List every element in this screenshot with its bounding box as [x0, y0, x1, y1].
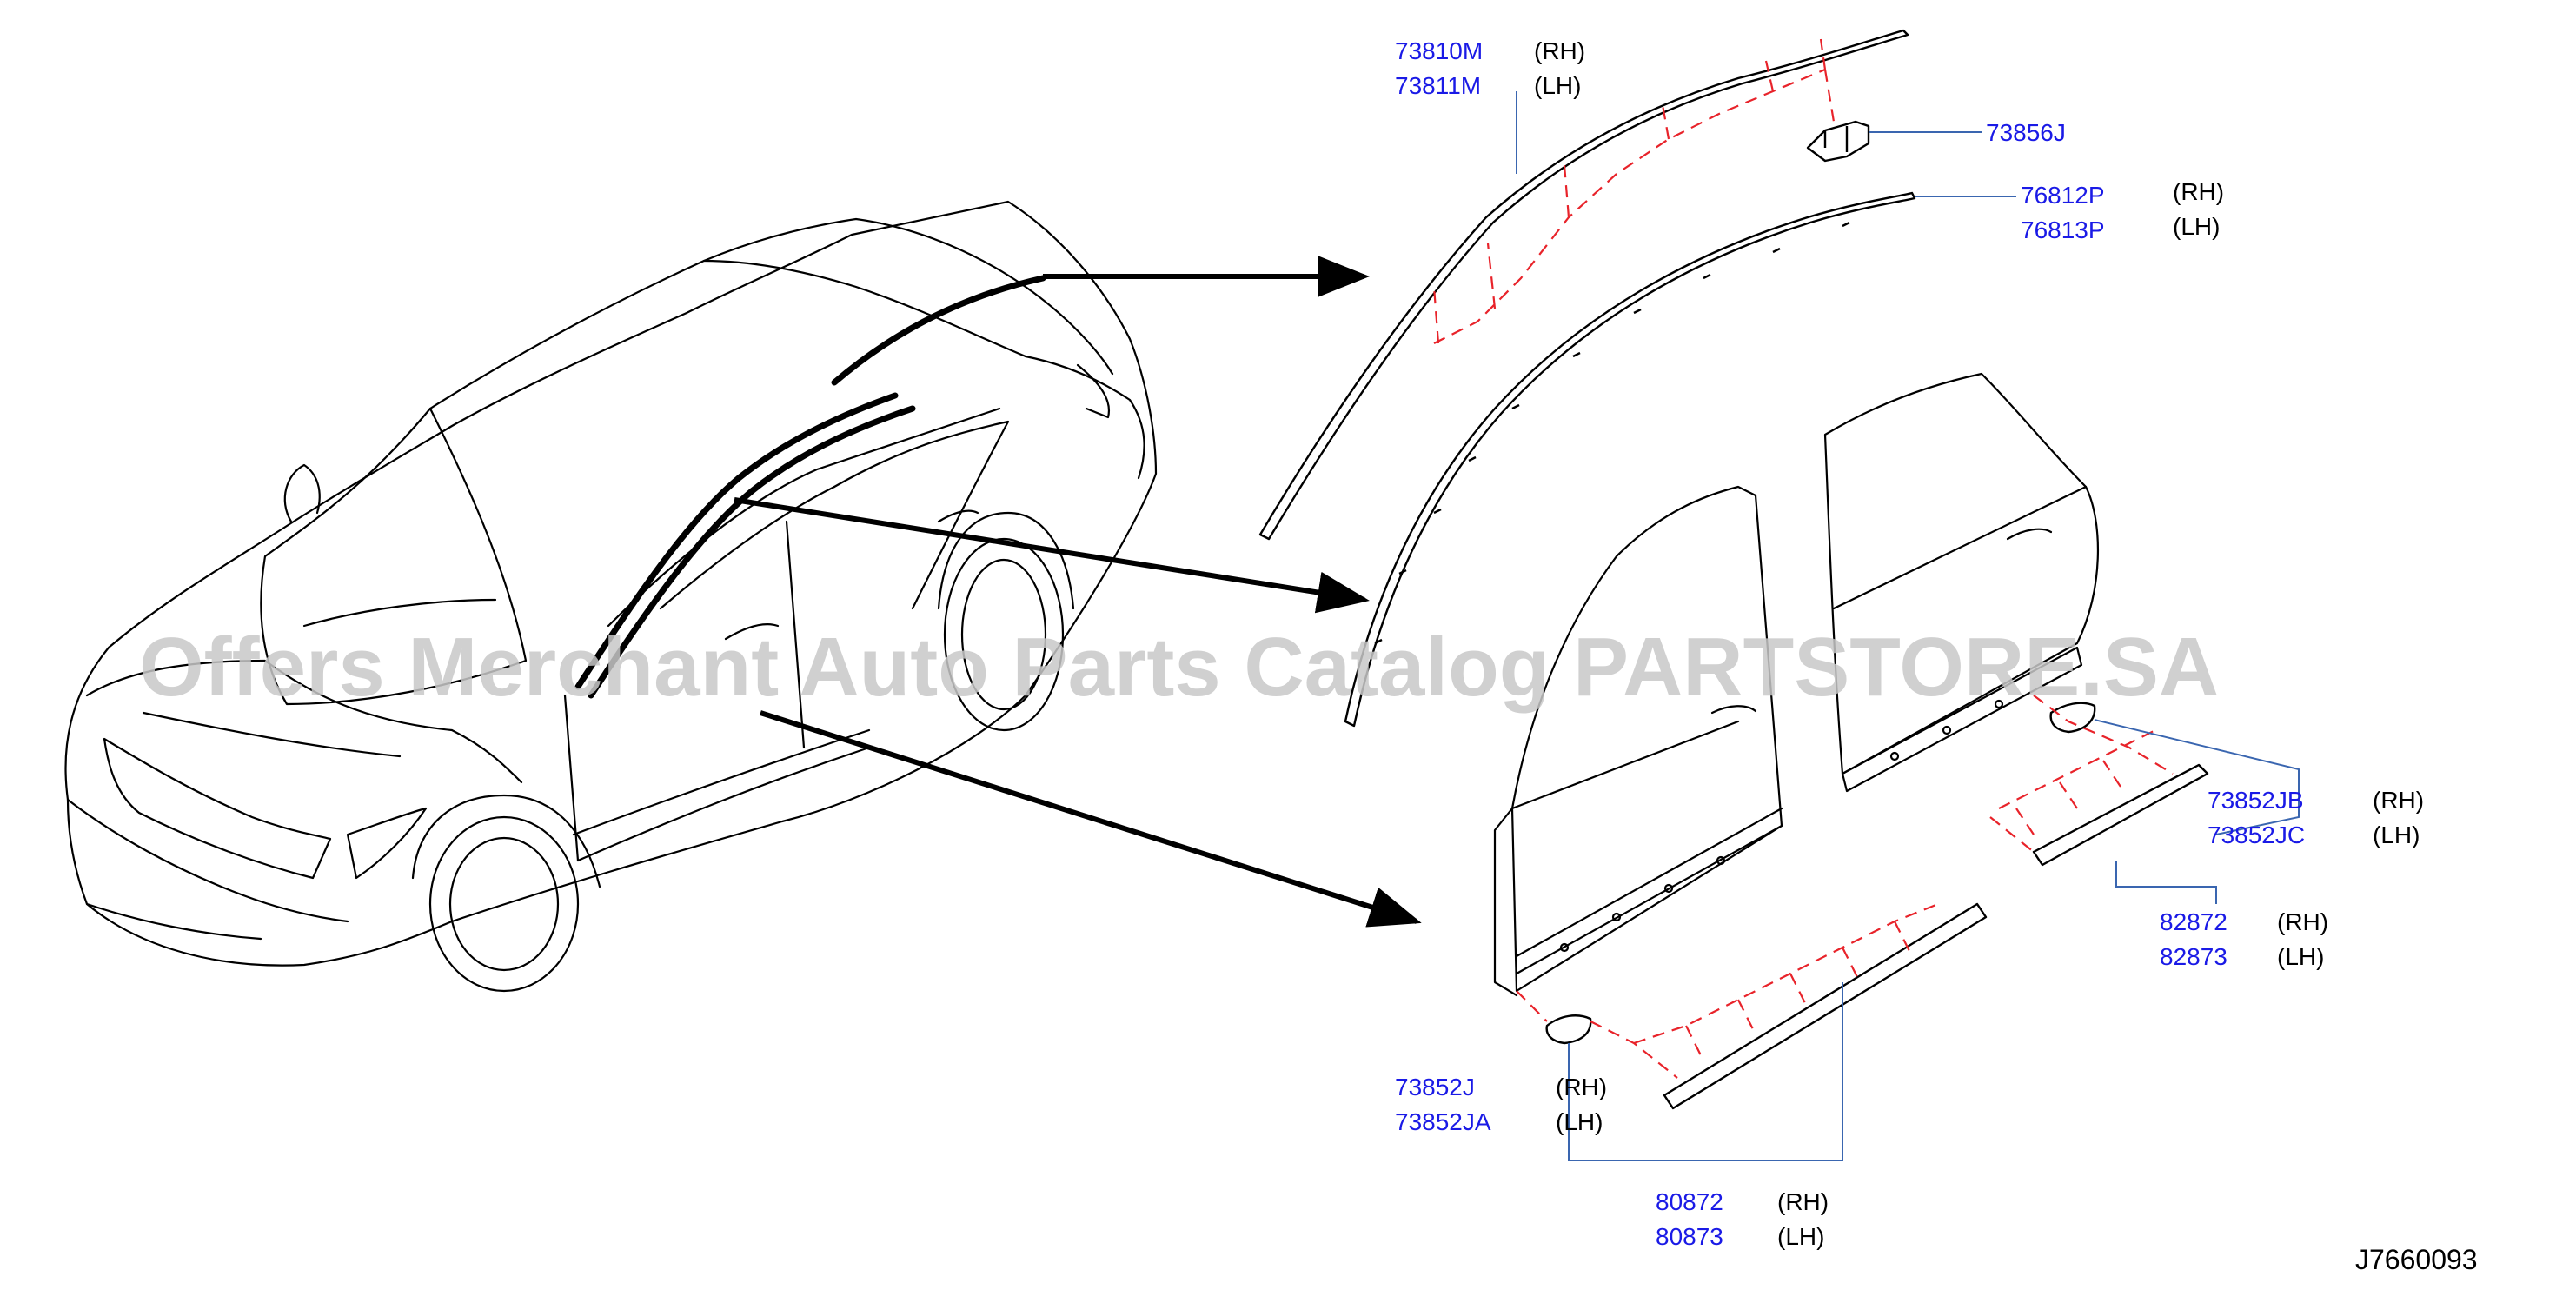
part-number-rh: 73852JB — [2208, 787, 2304, 814]
callout-rear-clip: 73852JB (RH) 73852JC (LH) — [2208, 787, 2424, 848]
part-number-lh: 82873 — [2160, 943, 2227, 970]
side-lh: (LH) — [1556, 1108, 1603, 1135]
part-number-rh: 80872 — [1656, 1188, 1723, 1215]
part-number-lh: 73852JC — [2208, 821, 2305, 848]
part-number-lh: 76813P — [2021, 216, 2105, 243]
callout-drip-molding: 76812P (RH) 76813P (LH) — [2021, 178, 2224, 243]
watermark: Offers Merchant Auto Parts Catalog PARTS… — [139, 621, 2219, 714]
part-number-lh: 73811M — [1395, 72, 1481, 99]
part-number-rh: 82872 — [2160, 908, 2227, 935]
side-rh: (RH) — [1556, 1074, 1607, 1100]
part-number-rh: 73810M — [1395, 37, 1483, 64]
callout-rear-door-molding: 82872 (RH) 82873 (LH) — [2160, 908, 2328, 970]
front-door — [1493, 485, 1783, 997]
rear-door — [1823, 372, 2100, 793]
part-number-rh: 73852J — [1395, 1074, 1475, 1100]
side-lh: (LH) — [2173, 213, 2220, 240]
callout-roof-clip: 73856J — [1986, 119, 2066, 146]
roof-clip[interactable] — [1806, 69, 1870, 163]
leader-lines — [1516, 91, 2300, 1161]
part-number-rh: 76812P — [2021, 182, 2105, 209]
rear-clip[interactable] — [2033, 695, 2174, 775]
side-rh: (RH) — [2373, 787, 2424, 814]
callout-front-door-molding: 80872 (RH) 80873 (LH) — [1656, 1188, 1829, 1250]
front-clip[interactable] — [1516, 990, 1678, 1079]
car-illustration — [64, 200, 1422, 993]
rear-door-molding[interactable] — [1989, 729, 2209, 867]
callout-front-clip: 73852J (RH) 73852JA (LH) — [1395, 1074, 1607, 1135]
part-number: 73856J — [1986, 119, 2066, 146]
part-number-lh: 73852JA — [1395, 1108, 1491, 1135]
side-rh: (RH) — [2277, 908, 2328, 935]
side-lh: (LH) — [1777, 1223, 1824, 1250]
side-lh: (LH) — [1534, 72, 1581, 99]
side-rh: (RH) — [2173, 178, 2224, 205]
side-lh: (LH) — [2373, 821, 2420, 848]
side-rh: (RH) — [1534, 37, 1585, 64]
side-rh: (RH) — [1777, 1188, 1829, 1215]
part-number-lh: 80873 — [1656, 1223, 1723, 1250]
drip-molding[interactable] — [1344, 191, 1916, 728]
side-lh: (LH) — [2277, 943, 2324, 970]
diagram-code: J7660093 — [2355, 1244, 2478, 1275]
roof-molding[interactable] — [1258, 29, 1909, 541]
callout-roof-molding: 73810M (RH) 73811M (LH) — [1395, 37, 1585, 99]
front-door-molding[interactable] — [1633, 902, 1988, 1110]
